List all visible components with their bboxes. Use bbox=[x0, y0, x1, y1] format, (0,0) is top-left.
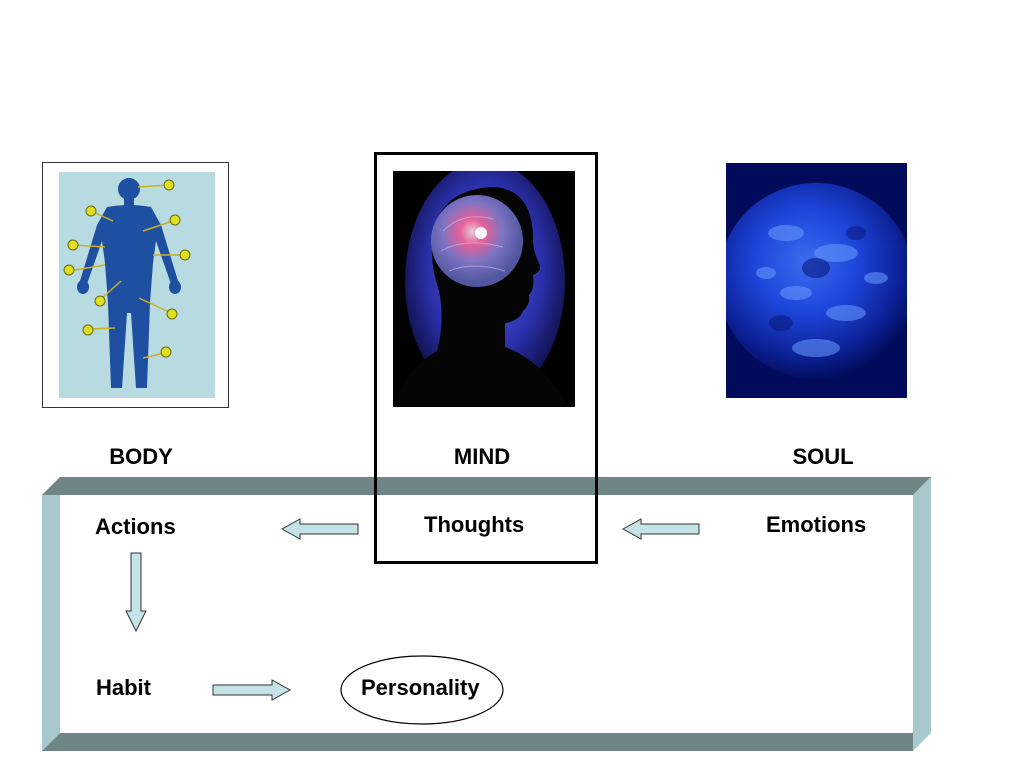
node-thoughts: Thoughts bbox=[424, 512, 525, 537]
soul-picture bbox=[726, 163, 907, 398]
label-soul: SOUL bbox=[792, 444, 854, 469]
arrow-down-actions-to-habit bbox=[125, 552, 147, 633]
arrow-left-thoughts-to-actions bbox=[280, 518, 359, 540]
panel-right-bevel bbox=[913, 477, 931, 751]
arrow-right-habit-to-personality bbox=[212, 679, 292, 701]
body-silhouette bbox=[77, 178, 181, 388]
glowing-blue-sphere bbox=[726, 163, 907, 398]
label-body: BODY bbox=[109, 444, 173, 469]
arrow-left-emotions-to-thoughts bbox=[621, 518, 700, 540]
body-picture bbox=[42, 162, 229, 408]
human-body-meridian-points-illustration bbox=[63, 178, 191, 388]
acupoint-dots bbox=[63, 179, 191, 358]
personality-ellipse bbox=[340, 655, 504, 725]
node-emotions: Emotions bbox=[766, 512, 867, 537]
panel-left-bevel bbox=[42, 495, 60, 751]
brain bbox=[431, 195, 523, 287]
panel-face bbox=[60, 495, 913, 733]
panel-top-bevel bbox=[42, 477, 931, 495]
mind-highlight-box bbox=[374, 152, 598, 564]
mind-picture bbox=[393, 171, 575, 407]
node-habit: Habit bbox=[96, 675, 151, 700]
label-mind: MIND bbox=[453, 444, 511, 469]
panel-bottom-bevel bbox=[42, 733, 913, 751]
node-actions: Actions bbox=[95, 514, 176, 539]
node-personality: Personality bbox=[361, 675, 480, 700]
head-silhouette-with-glowing-brain bbox=[393, 171, 575, 407]
